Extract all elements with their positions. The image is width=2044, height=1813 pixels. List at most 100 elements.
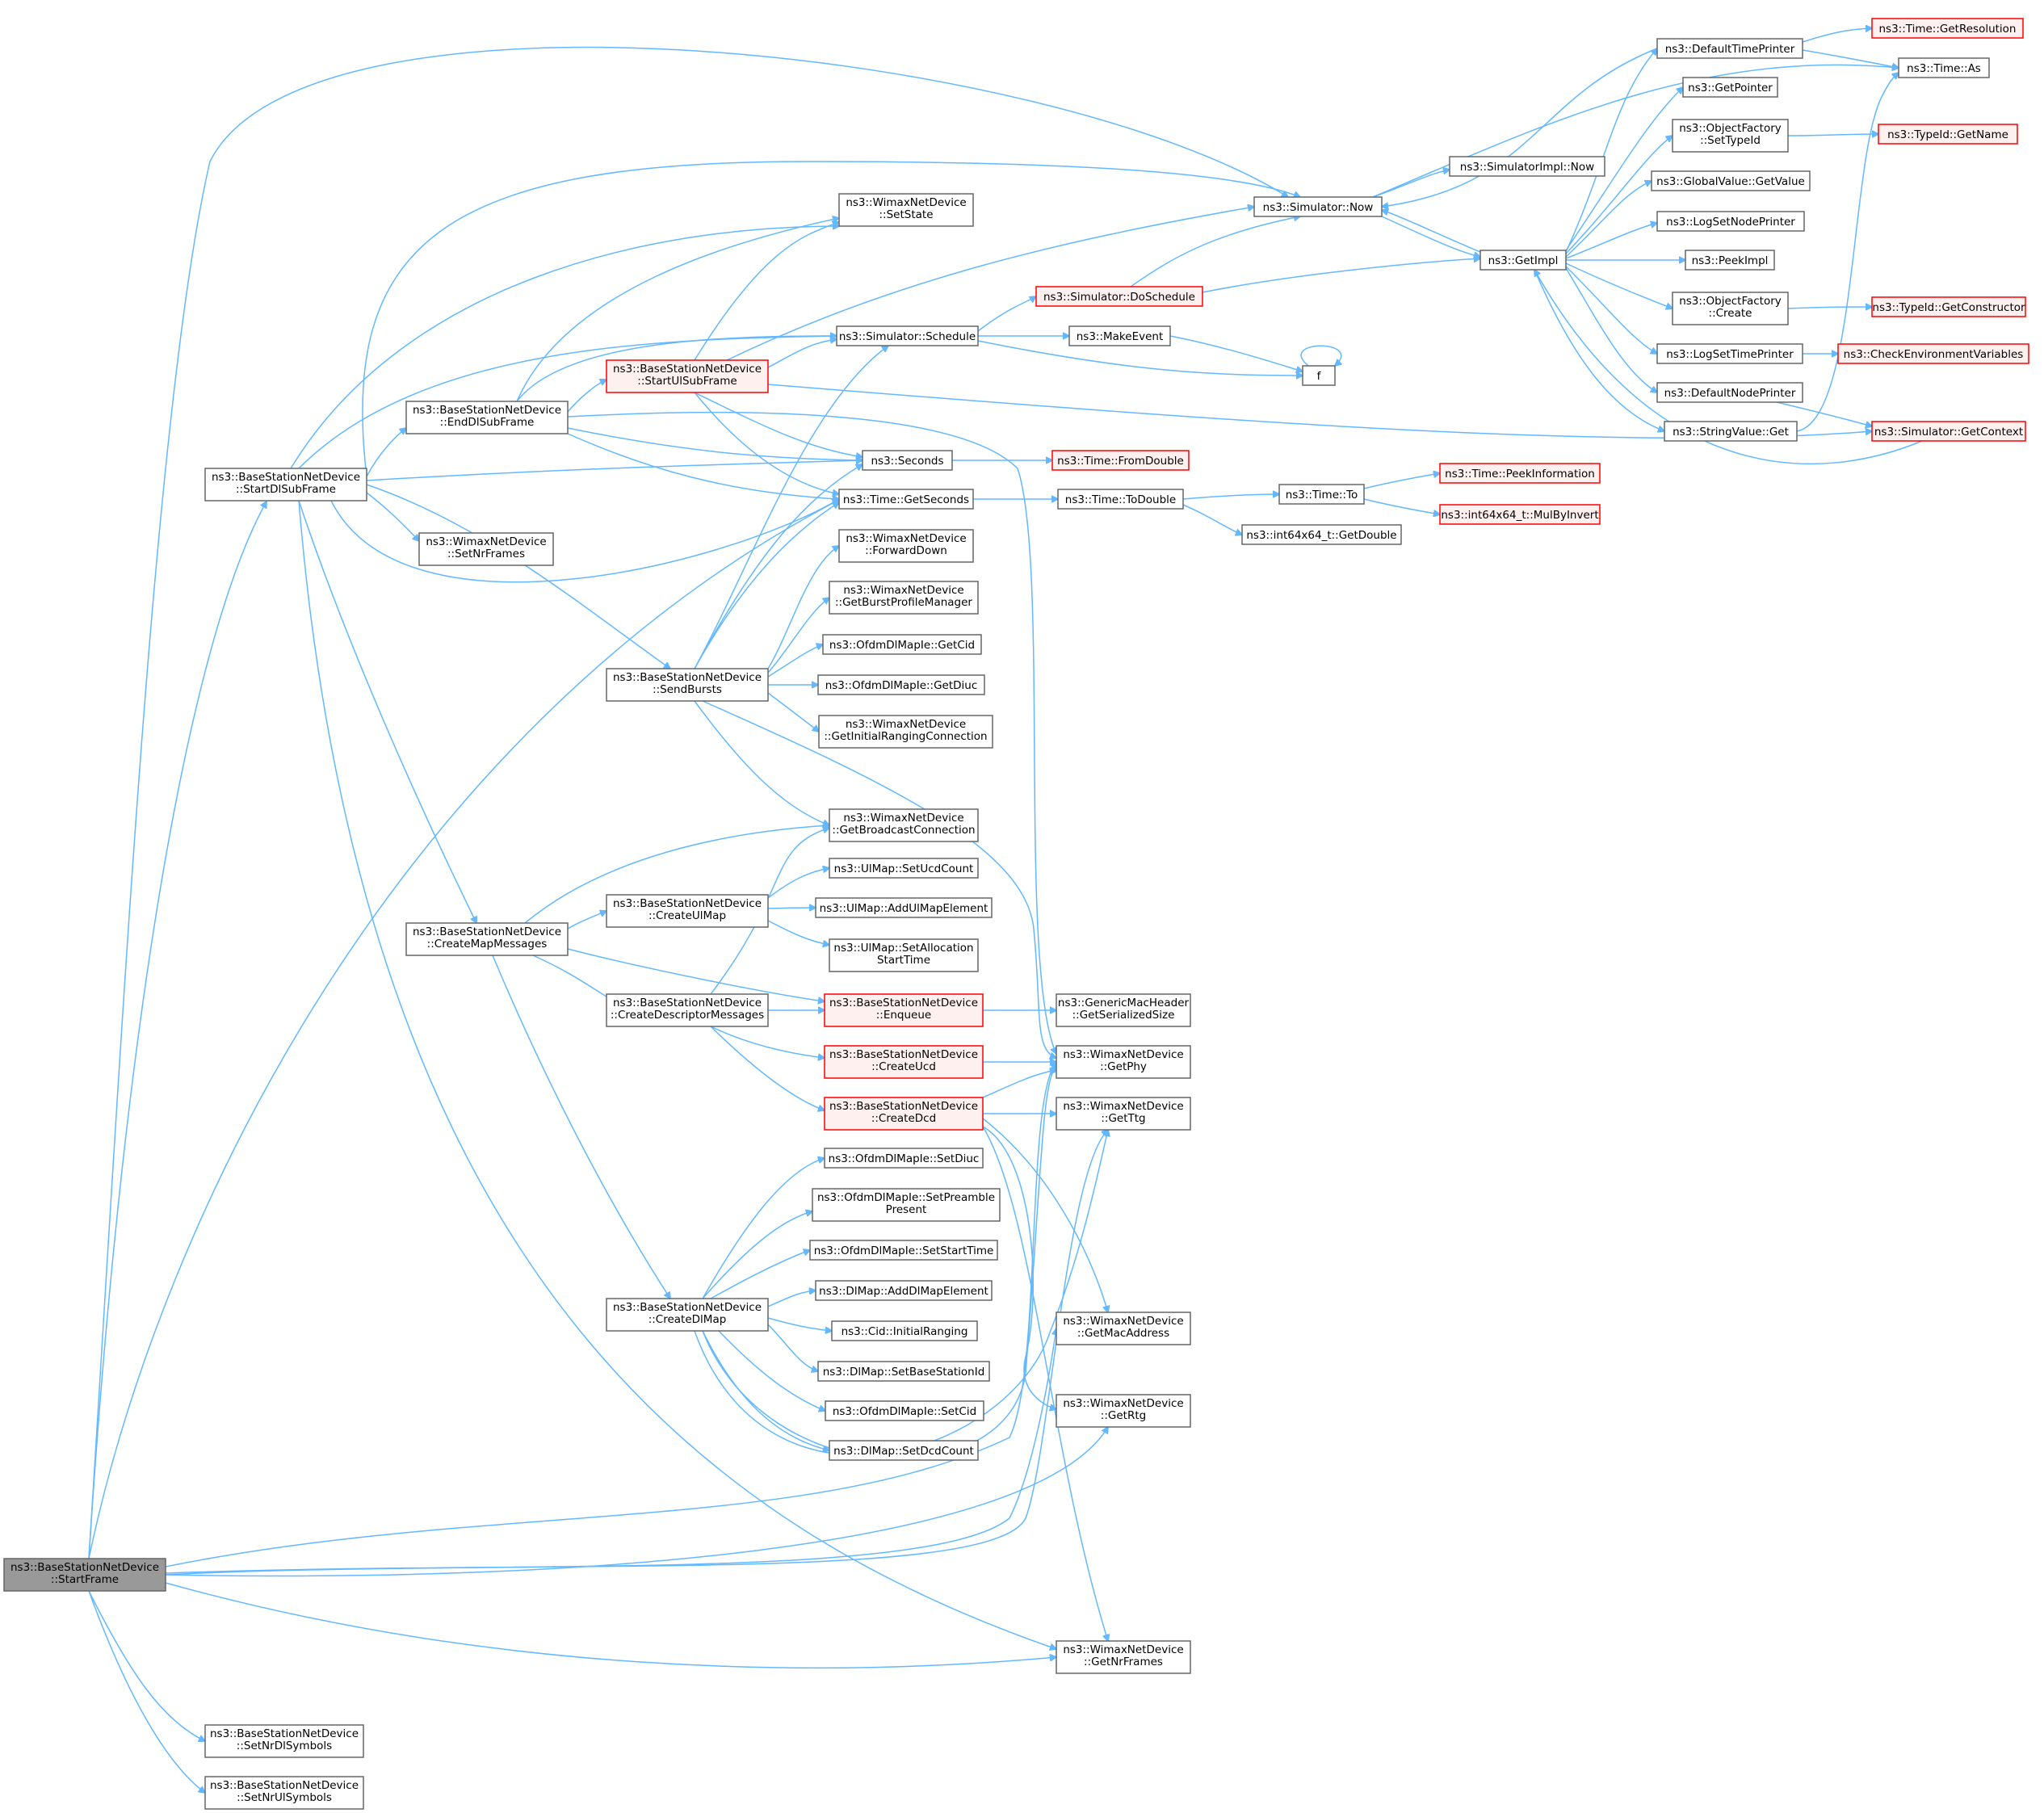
node-CreateUlMap[interactable]: ns3::BaseStationNetDevice::CreateUlMap: [606, 894, 769, 928]
node-box[interactable]: [1051, 450, 1190, 471]
node-TimeAs[interactable]: ns3::Time::As: [1898, 57, 1990, 78]
node-box[interactable]: [1068, 325, 1171, 346]
node-box[interactable]: [1035, 286, 1203, 307]
node-GetInitialRangingConnection[interactable]: ns3::WimaxNetDevice::GetInitialRangingCo…: [818, 715, 993, 749]
node-box[interactable]: [1656, 38, 1803, 59]
node-box[interactable]: [1871, 18, 2024, 39]
node-SetStartTime[interactable]: ns3::OfdmDlMapIe::SetStartTime: [809, 1240, 998, 1261]
node-GetConstructor[interactable]: ns3::TypeId::GetConstructor: [1871, 296, 2026, 317]
node-MulByInvert[interactable]: ns3::int64x64_t::MulByInvert: [1439, 504, 1601, 525]
node-box[interactable]: [824, 993, 984, 1027]
node-box[interactable]: [1651, 170, 1811, 191]
node-SimImplNow[interactable]: ns3::SimulatorImpl::Now: [1449, 156, 1605, 177]
node-box[interactable]: [1656, 343, 1803, 364]
node-SendBursts[interactable]: ns3::BaseStationNetDevice::SendBursts: [606, 668, 769, 702]
node-StartDlSubFrame[interactable]: ns3::BaseStationNetDevice::StartDlSubFra…: [204, 468, 367, 502]
node-box[interactable]: [606, 359, 769, 393]
node-box[interactable]: [825, 1400, 984, 1421]
node-box[interactable]: [831, 1320, 978, 1341]
node-box[interactable]: [1449, 156, 1605, 177]
node-CreateMapMessages[interactable]: ns3::BaseStationNetDevice::CreateMapMess…: [405, 922, 569, 956]
node-box[interactable]: [817, 674, 985, 695]
node-GetPointer[interactable]: ns3::GetPointer: [1682, 77, 1778, 98]
node-AddUlMapElement[interactable]: ns3::UlMap::AddUlMapElement: [815, 897, 993, 918]
node-box[interactable]: [836, 325, 979, 346]
node-SetState[interactable]: ns3::WimaxNetDevice::SetState: [838, 193, 974, 227]
node-StartFrame[interactable]: ns3::BaseStationNetDevice::StartFrame: [3, 1558, 166, 1592]
node-GetSerializedSize[interactable]: ns3::GenericMacHeader::GetSerializedSize: [1056, 993, 1191, 1027]
node-StartUlSubFrame[interactable]: ns3::BaseStationNetDevice::StartUlSubFra…: [606, 359, 769, 393]
node-box[interactable]: [1056, 1097, 1191, 1131]
node-LogSetNodePrinter[interactable]: ns3::LogSetNodePrinter: [1656, 211, 1805, 232]
node-box[interactable]: [1056, 1045, 1191, 1079]
node-box[interactable]: [1656, 382, 1803, 403]
node-GetContext[interactable]: ns3::Simulator::GetContext: [1871, 421, 2026, 442]
node-box[interactable]: [862, 450, 953, 471]
node-CreateDlMap[interactable]: ns3::BaseStationNetDevice::CreateDlMap: [606, 1298, 769, 1332]
node-CreateDescriptorMessages[interactable]: ns3::BaseStationNetDevice::CreateDescrip…: [606, 993, 769, 1027]
node-box[interactable]: [838, 529, 974, 563]
node-box[interactable]: [1278, 484, 1365, 505]
node-GetMacAddress[interactable]: ns3::WimaxNetDevice::GetMacAddress: [1056, 1311, 1191, 1345]
node-box[interactable]: [1672, 292, 1789, 325]
node-box[interactable]: [1439, 504, 1601, 525]
node-box[interactable]: [606, 1298, 769, 1332]
node-CheckEnvironmentVariables[interactable]: ns3::CheckEnvironmentVariables: [1837, 343, 2029, 364]
node-SetNrDlSymbols[interactable]: ns3::BaseStationNetDevice::SetNrDlSymbol…: [204, 1724, 364, 1758]
node-MakeEvent[interactable]: ns3::MakeEvent: [1068, 325, 1171, 346]
node-TimeTo[interactable]: ns3::Time::To: [1278, 484, 1365, 505]
node-SetUcdCount[interactable]: ns3::UlMap::SetUcdCount: [829, 858, 979, 879]
node-box[interactable]: [815, 897, 993, 918]
node-box[interactable]: [838, 193, 974, 227]
node-LogSetTimePrinter[interactable]: ns3::LogSetTimePrinter: [1656, 343, 1803, 364]
node-EndDlSubFrame[interactable]: ns3::BaseStationNetDevice::EndDlSubFrame: [405, 401, 569, 434]
node-box[interactable]: [1871, 296, 2026, 317]
node-InitialRanging[interactable]: ns3::Cid::InitialRanging: [831, 1320, 978, 1341]
node-box[interactable]: [829, 1440, 979, 1461]
node-GetSeconds[interactable]: ns3::Time::GetSeconds: [838, 489, 974, 510]
node-AddDlMapElement[interactable]: ns3::DlMap::AddDlMapElement: [815, 1280, 993, 1301]
node-box[interactable]: [829, 938, 979, 972]
node-SetBaseStationId[interactable]: ns3::DlMap::SetBaseStationId: [817, 1361, 990, 1382]
node-GetDouble[interactable]: ns3::int64x64_t::GetDouble: [1241, 524, 1402, 545]
node-GetBroadcastConnection[interactable]: ns3::WimaxNetDevice::GetBroadcastConnect…: [829, 808, 979, 842]
node-box[interactable]: [824, 1045, 984, 1079]
node-GetResolution[interactable]: ns3::Time::GetResolution: [1871, 18, 2024, 39]
node-box[interactable]: [1302, 365, 1336, 386]
node-DefaultNodePrinter[interactable]: ns3::DefaultNodePrinter: [1656, 382, 1803, 403]
node-box[interactable]: [822, 634, 982, 655]
node-box[interactable]: [1656, 211, 1805, 232]
node-DefaultTimePrinter[interactable]: ns3::DefaultTimePrinter: [1656, 38, 1803, 59]
node-SetCid[interactable]: ns3::OfdmDlMapIe::SetCid: [825, 1400, 984, 1421]
node-StringValueGet[interactable]: ns3::StringValue::Get: [1664, 421, 1798, 442]
node-box[interactable]: [606, 993, 769, 1027]
node-box[interactable]: [1898, 57, 1990, 78]
node-box[interactable]: [1056, 1640, 1191, 1674]
node-box[interactable]: [829, 808, 979, 842]
node-box[interactable]: [3, 1558, 166, 1592]
node-box[interactable]: [824, 1148, 984, 1169]
node-box[interactable]: [204, 468, 367, 502]
node-SetDcdCount[interactable]: ns3::DlMap::SetDcdCount: [829, 1440, 979, 1461]
node-box[interactable]: [818, 715, 993, 749]
node-ToDouble[interactable]: ns3::Time::ToDouble: [1057, 489, 1184, 510]
node-box[interactable]: [815, 1280, 993, 1301]
node-box[interactable]: [824, 1097, 984, 1131]
node-box[interactable]: [405, 401, 569, 434]
node-GetCid[interactable]: ns3::OfdmDlMapIe::GetCid: [822, 634, 982, 655]
node-CreateDcd[interactable]: ns3::BaseStationNetDevice::CreateDcd: [824, 1097, 984, 1131]
node-box[interactable]: [1837, 343, 2029, 364]
node-DoSchedule[interactable]: ns3::Simulator::DoSchedule: [1035, 286, 1203, 307]
node-ForwardDown[interactable]: ns3::WimaxNetDevice::ForwardDown: [838, 529, 974, 563]
node-GetBurstProfileManager[interactable]: ns3::WimaxNetDevice::GetBurstProfileMana…: [829, 581, 979, 615]
node-box[interactable]: [1685, 250, 1775, 271]
node-ObjectFactoryCreate[interactable]: ns3::ObjectFactory::Create: [1672, 292, 1789, 325]
node-box[interactable]: [1253, 196, 1383, 217]
node-Enqueue[interactable]: ns3::BaseStationNetDevice::Enqueue: [824, 993, 984, 1027]
node-PeekInformation[interactable]: ns3::Time::PeekInformation: [1439, 463, 1601, 484]
node-FromDouble[interactable]: ns3::Time::FromDouble: [1051, 450, 1190, 471]
node-GlobalValueGetValue[interactable]: ns3::GlobalValue::GetValue: [1651, 170, 1811, 191]
node-SetDiuc[interactable]: ns3::OfdmDlMapIe::SetDiuc: [824, 1148, 984, 1169]
node-f[interactable]: f: [1302, 365, 1336, 386]
